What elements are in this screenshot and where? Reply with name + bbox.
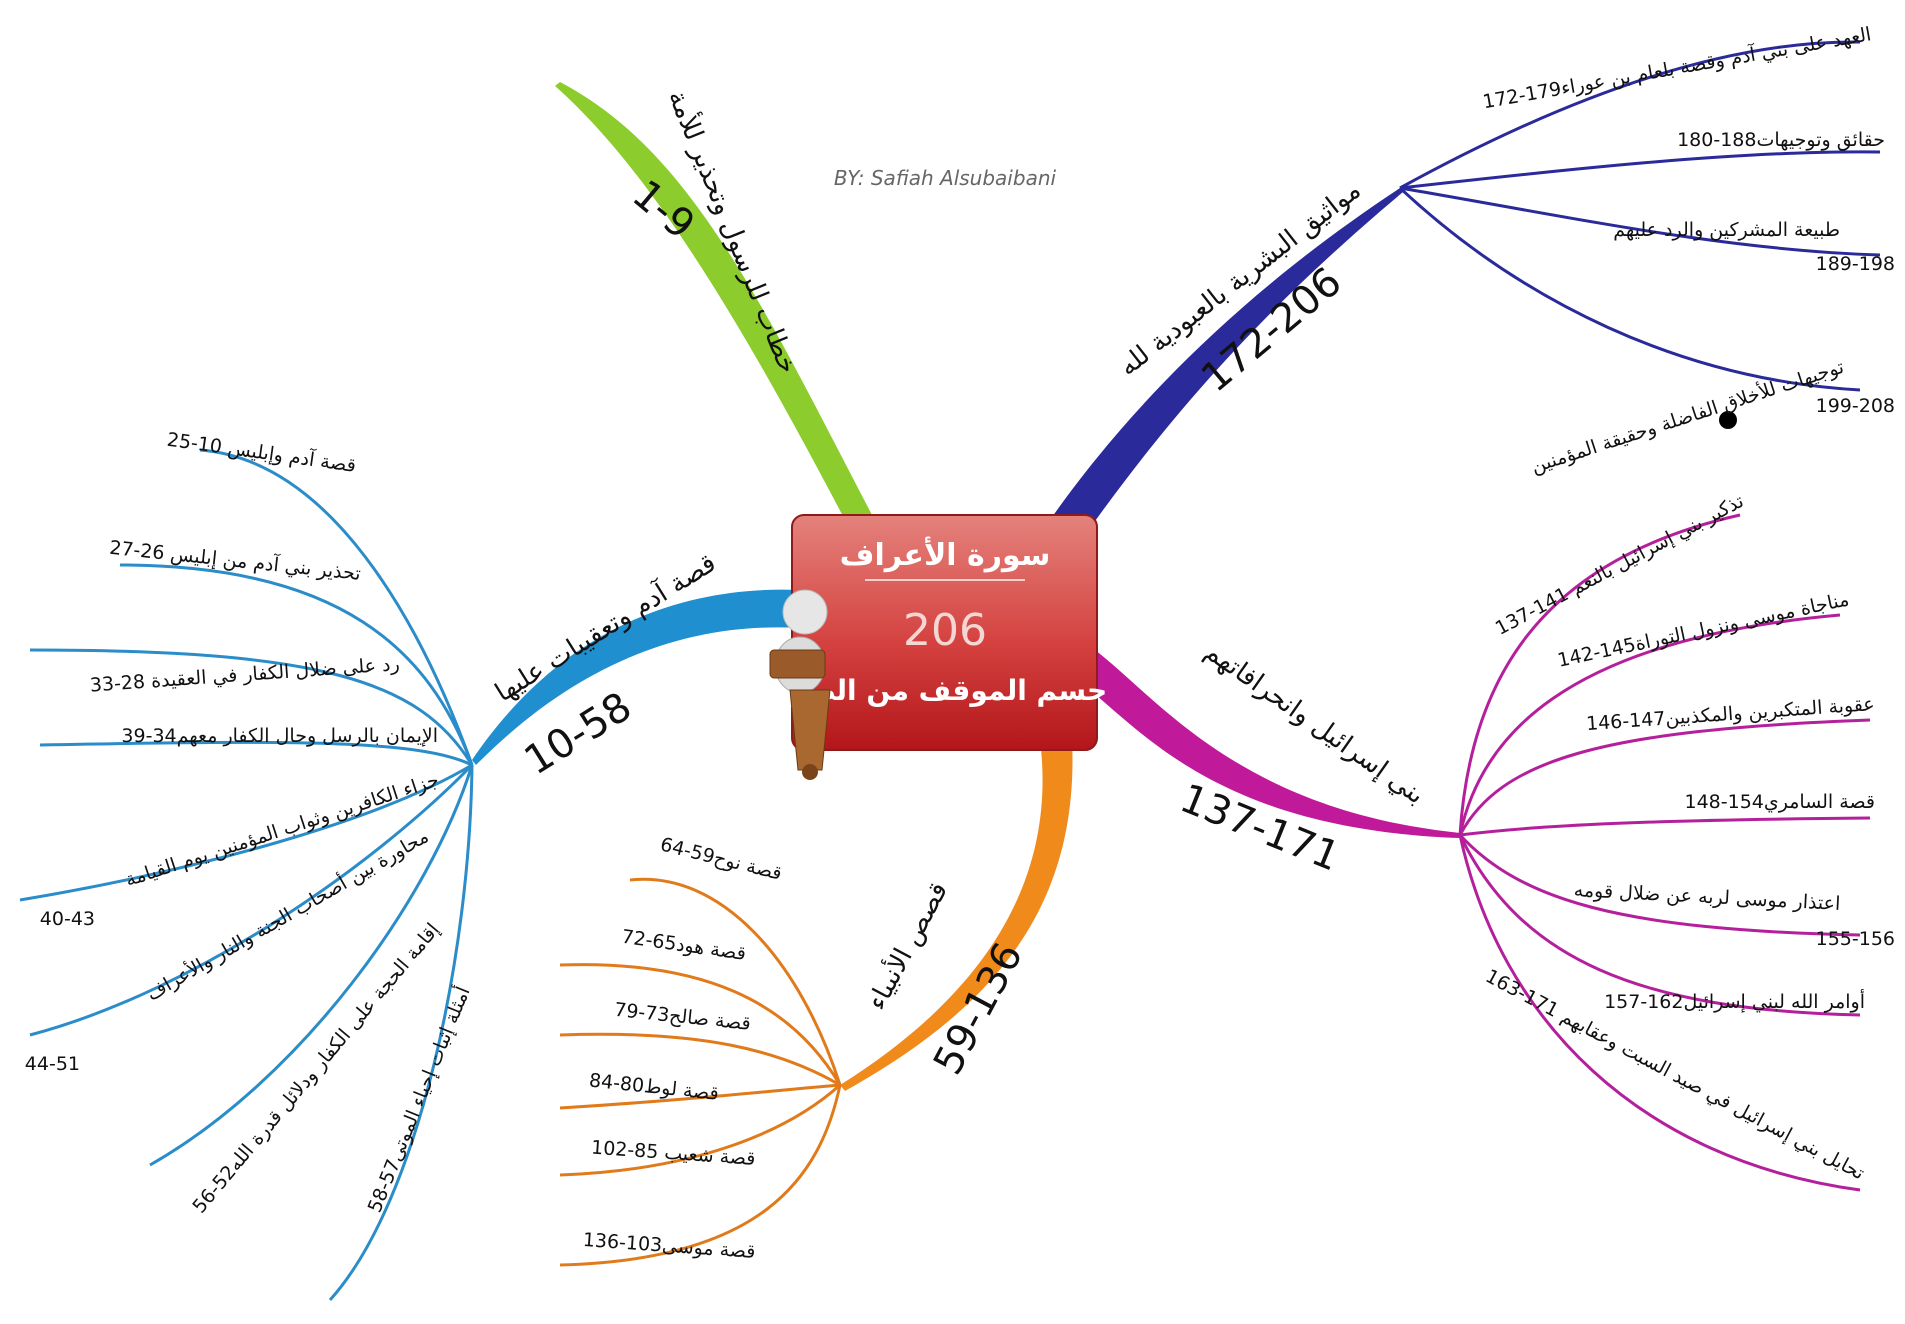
branch-green-ribbon: [555, 82, 872, 520]
orange-leaf-lines: [559, 877, 842, 1267]
orange-leaf-2: قصة هود65-72: [620, 926, 747, 965]
navy-leaf-1: 172-179العهد على بني آدم وقصة بلعام بن ع…: [1481, 21, 1873, 113]
branch-blue-ribbon: [472, 589, 800, 765]
branch-orange-ribbon: [840, 740, 1073, 1091]
blue-leaf-2: تحذير بني آدم من إبليس 26-27: [108, 535, 362, 586]
navy-leaf-3-range: 189-198: [1816, 253, 1895, 275]
author-credit: BY: Safiah Alsubaibani: [834, 166, 1057, 190]
central-number: 206: [903, 605, 987, 656]
navy-leaf-3: طبيعة المشركين والرد عليهم: [1613, 219, 1840, 241]
magenta-leaf-2: 142-145مناجاة موسى ونزول التوراة: [1556, 588, 1851, 671]
blue-leaf-1: قصة آدم وإبليس 10-25: [165, 427, 357, 478]
blue-leaf-lines: [19, 448, 474, 1302]
magenta-leaf-lines: [1458, 513, 1871, 1192]
blue-leaf-7: إقامة الحجة على الكفار ودلائل قدرة الله5…: [188, 919, 444, 1218]
orange-leaf-4: قصة لوط80-84: [588, 1069, 720, 1104]
orange-leaf-5: قصة شعيب 85-102: [590, 1137, 756, 1170]
navy-leaf-4: توجيهات للأخلاق الفاضلة وحقيقة المؤمنين: [1528, 355, 1846, 478]
navy-leaf-lines: [1398, 40, 1881, 392]
navy-leaf-4-range: 199-208: [1816, 395, 1895, 417]
magenta-leaf-6: 157-162أوامر الله لبني إسرائيل: [1604, 989, 1865, 1014]
central-title: سورة الأعراف: [840, 536, 1051, 573]
magenta-leaf-4: 148-154قصة السامري: [1684, 791, 1875, 813]
central-topic: سورة الأعراف 206 حسم الموقف من الصراع: [763, 514, 1107, 751]
blue-leaf-8: أمثلة إثبات إحياء الموتى57-58: [362, 983, 476, 1216]
blue-leaf-4: الإيمان بالرسل وحال الكفار معهم34-39: [121, 725, 438, 747]
navy-leaf-2: 180-188حقائق وتوجيهات: [1677, 129, 1885, 151]
reader-figure-icon: [769, 589, 831, 780]
magenta-leaf-5-range: 155-156: [1816, 928, 1895, 950]
blue-leaf-5-range: 40-43: [40, 908, 95, 930]
marker-dot: [1719, 411, 1737, 429]
magenta-leaf-5: اعتذار موسى لربه عن ضلال قومه: [1573, 879, 1841, 915]
blue-leaf-5: جزاء الكافرين وثواب المؤمنين يوم القيامة: [123, 769, 442, 891]
branch-magenta-ribbon: [1090, 650, 1460, 838]
orange-leaf-6: قصة موسى103-136: [582, 1229, 756, 1263]
orange-leaf-1: قصة نوح59-64: [658, 833, 784, 884]
central-box: [791, 514, 1098, 751]
orange-leaf-3: قصة صالح73-79: [613, 999, 752, 1035]
orange-branch-title: قصص الأنبياء: [859, 876, 954, 1015]
blue-leaf-6-range: 44-51: [25, 1053, 80, 1075]
branch-navy-ribbon: [1050, 188, 1403, 535]
